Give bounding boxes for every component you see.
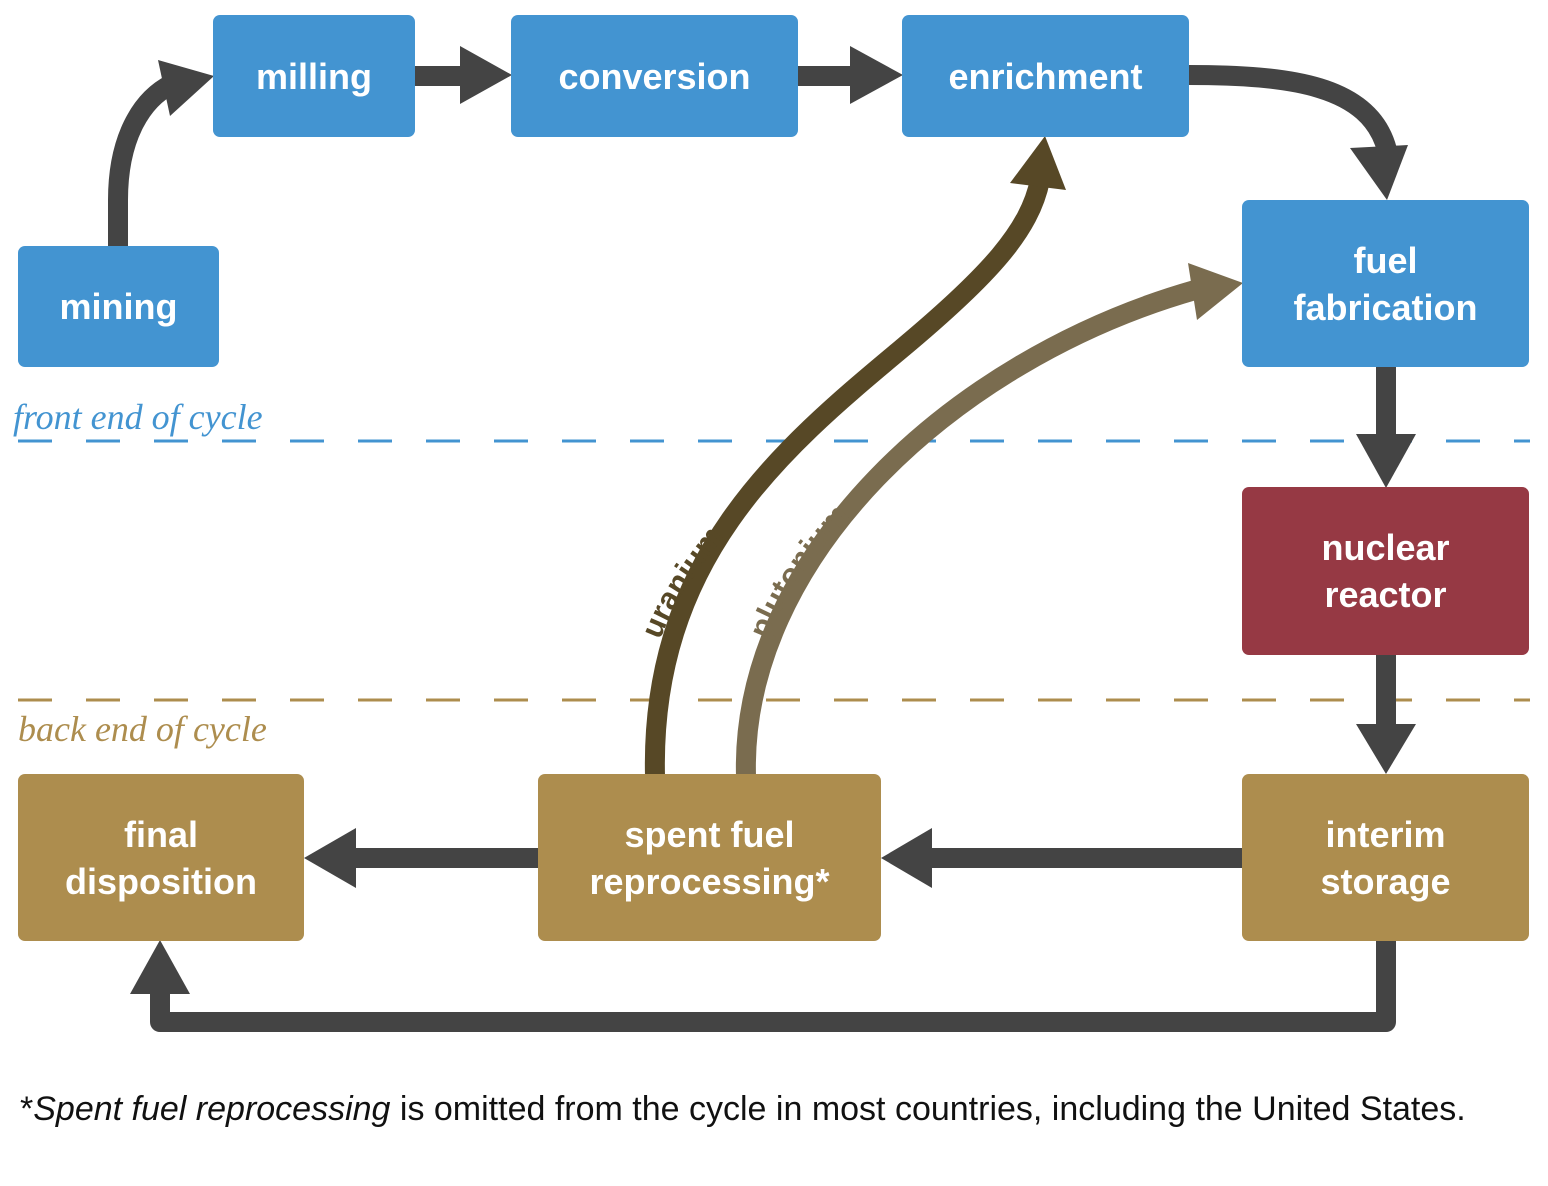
arrow-reprocessing-to-final-disposition — [304, 828, 540, 888]
node-interim-storage-line2: storage — [1320, 860, 1451, 902]
node-enrichment-label: enrichment — [948, 55, 1143, 97]
uranium-flow-arrow — [644, 136, 1066, 777]
node-spent-fuel-reprocessing-line2: reprocessing* — [589, 860, 830, 902]
node-mining-label: mining — [59, 286, 178, 327]
arrow-enrichment-to-fuel-fabrication — [1187, 65, 1408, 200]
arrow-milling-to-conversion — [414, 46, 512, 104]
footnote-text: is omitted from the cycle in most countr… — [390, 1090, 1466, 1128]
node-final-disposition-line1: final — [123, 813, 198, 855]
node-mining: mining — [18, 246, 219, 367]
node-fuel-fabrication-line2: fabrication — [1293, 286, 1478, 328]
node-conversion: conversion — [511, 15, 798, 137]
node-final-disposition-line2: disposition — [65, 860, 257, 902]
arrow-reactor-to-interim-storage — [1356, 654, 1416, 774]
node-fuel-fabrication-line1: fuel — [1353, 239, 1418, 281]
node-nuclear-reactor-line2: reactor — [1324, 574, 1447, 615]
node-nuclear-reactor-line1: nuclear — [1321, 527, 1450, 568]
arrow-fuel-fabrication-to-reactor — [1356, 366, 1416, 488]
node-fuel-fabrication: fuel fabrication — [1242, 200, 1529, 367]
node-interim-storage-line1: interim — [1325, 813, 1446, 855]
plutonium-flow-arrow — [735, 263, 1243, 777]
node-enrichment: enrichment — [902, 15, 1189, 137]
node-spent-fuel-reprocessing: spent fuel reprocessing* — [538, 774, 881, 941]
footnote: *Spent fuel reprocessing is omitted from… — [20, 1086, 1520, 1133]
node-milling: milling — [213, 15, 415, 137]
node-conversion-label: conversion — [558, 55, 751, 97]
footnote-asterisk: * — [20, 1090, 34, 1128]
arrow-conversion-to-enrichment — [797, 46, 903, 104]
node-spent-fuel-reprocessing-line1: spent fuel — [624, 813, 795, 855]
back-end-label: back end of cycle — [18, 709, 267, 749]
arrow-mining-to-milling — [108, 60, 214, 246]
node-interim-storage: interim storage — [1242, 774, 1529, 941]
node-milling-label: milling — [256, 55, 372, 97]
node-final-disposition: final disposition — [18, 774, 304, 941]
arrow-interim-storage-to-final-disposition — [130, 940, 1396, 1032]
footnote-emphasis: Spent fuel reprocessing — [33, 1090, 391, 1128]
node-nuclear-reactor: nuclear reactor — [1242, 487, 1529, 655]
arrow-interim-storage-to-reprocessing — [881, 828, 1244, 888]
front-end-label: front end of cycle — [13, 397, 263, 437]
